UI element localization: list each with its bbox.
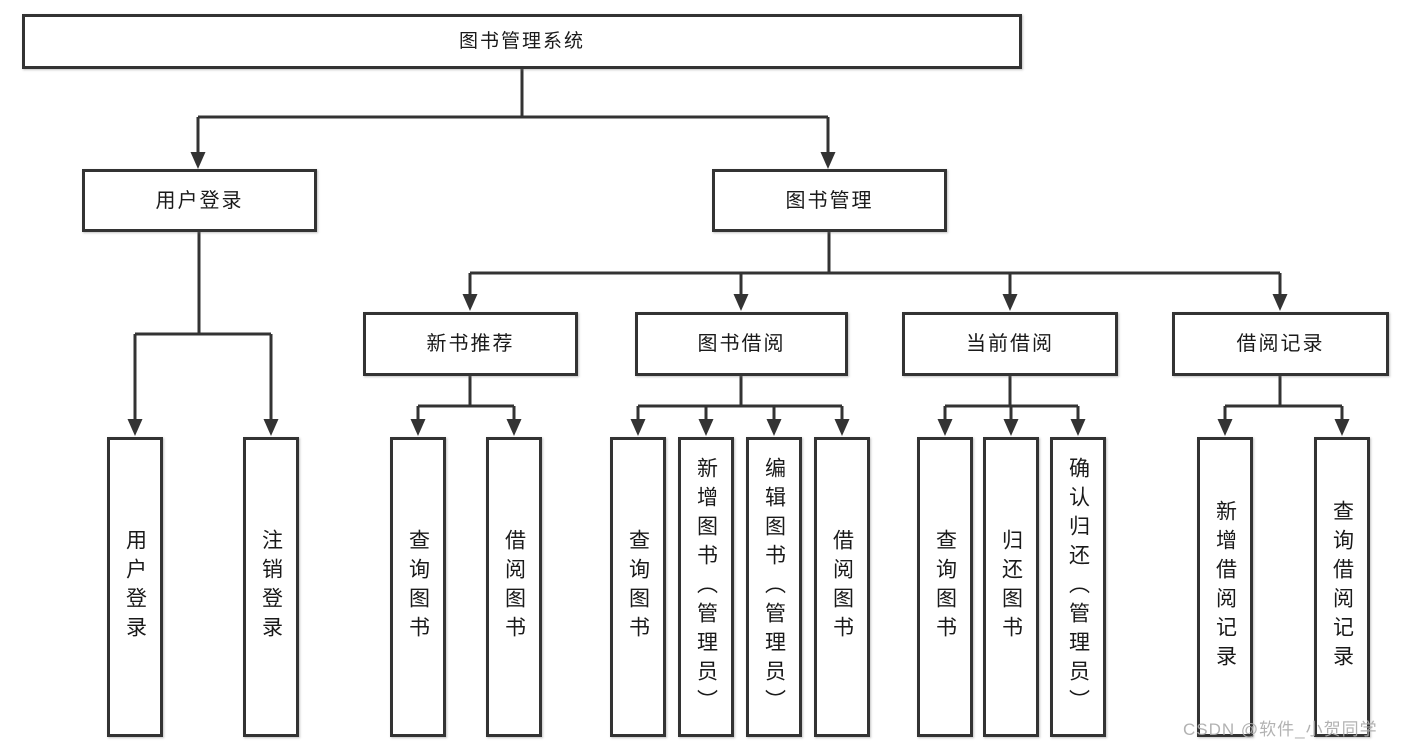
node-return-books: 归还图书 [983, 437, 1039, 737]
node-book-borrowing: 图书借阅 [635, 312, 848, 376]
node-query-books-current: 查询图书 [917, 437, 973, 737]
node-borrow-books-recommend: 借阅图书 [486, 437, 542, 737]
node-add-books-admin: 新增图书（管理员） [678, 437, 734, 737]
node-query-books-recommend: 查询图书 [390, 437, 446, 737]
node-book-management: 图书管理 [712, 169, 947, 232]
node-user-login-leaf: 用户登录 [107, 437, 163, 737]
node-edit-books-admin: 编辑图书（管理员） [746, 437, 802, 737]
node-borrow-books-leaf: 借阅图书 [814, 437, 870, 737]
node-current-borrowing: 当前借阅 [902, 312, 1118, 376]
node-query-borrow-record: 查询借阅记录 [1314, 437, 1370, 737]
node-borrowing-records: 借阅记录 [1172, 312, 1389, 376]
arrowheads [127, 152, 1350, 436]
node-logout-leaf: 注销登录 [243, 437, 299, 737]
node-add-borrow-record: 新增借阅记录 [1197, 437, 1253, 737]
node-query-books-borrow: 查询图书 [610, 437, 666, 737]
node-new-book-recommendation: 新书推荐 [363, 312, 578, 376]
node-user-login: 用户登录 [82, 169, 317, 232]
node-confirm-return-admin: 确认归还（管理员） [1050, 437, 1106, 737]
watermark: CSDN @软件_小贺同学 [1183, 720, 1378, 739]
node-library-system: 图书管理系统 [22, 14, 1022, 69]
